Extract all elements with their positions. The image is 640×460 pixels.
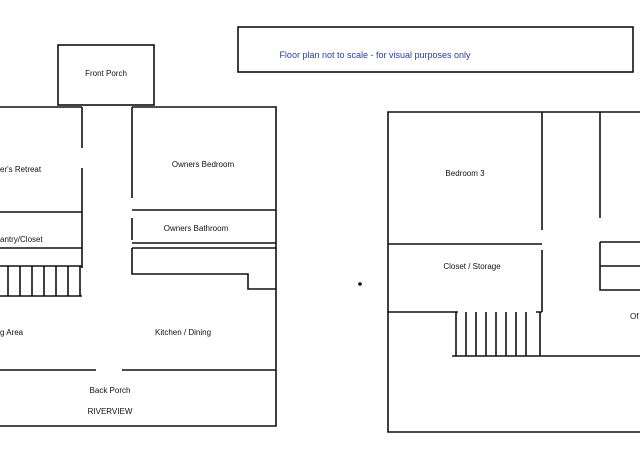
left-floor-plan: Front Porch er's Retreat Owners Bedroom … xyxy=(0,44,277,427)
pantry-label: antry/Closet xyxy=(0,235,43,244)
notice-box xyxy=(237,26,634,73)
kitchen-counter xyxy=(131,247,276,290)
living-area-label: g Area xyxy=(0,328,24,337)
right-stairs xyxy=(452,312,640,357)
partial-room-label: Of xyxy=(630,312,639,321)
dot-marker xyxy=(358,282,362,286)
kitchen-dining-label: Kitchen / Dining xyxy=(155,328,211,337)
back-porch-label: Back Porch xyxy=(90,386,131,395)
owners-bedroom-label: Owners Bedroom xyxy=(172,160,235,169)
closet-storage-label: Closet / Storage xyxy=(443,262,501,271)
property-name-label: RIVERVIEW xyxy=(88,407,133,416)
front-porch-room xyxy=(57,44,155,106)
bedroom3-walls xyxy=(388,112,543,312)
notice-text: Floor plan not to scale - for visual pur… xyxy=(279,50,471,60)
retreat-label: er's Retreat xyxy=(0,165,42,174)
owners-bathroom-label: Owners Bathroom xyxy=(164,224,229,233)
right-floor-plan: Bedroom 3 Closet / Storage Of xyxy=(358,111,640,433)
bedroom3-label: Bedroom 3 xyxy=(445,169,485,178)
left-outer-walls xyxy=(0,106,277,427)
left-stairs xyxy=(0,265,82,297)
hallway-walls xyxy=(81,107,133,268)
right-outer-walls xyxy=(387,111,640,433)
right-room-walls xyxy=(599,112,640,291)
front-porch-label: Front Porch xyxy=(85,69,127,78)
